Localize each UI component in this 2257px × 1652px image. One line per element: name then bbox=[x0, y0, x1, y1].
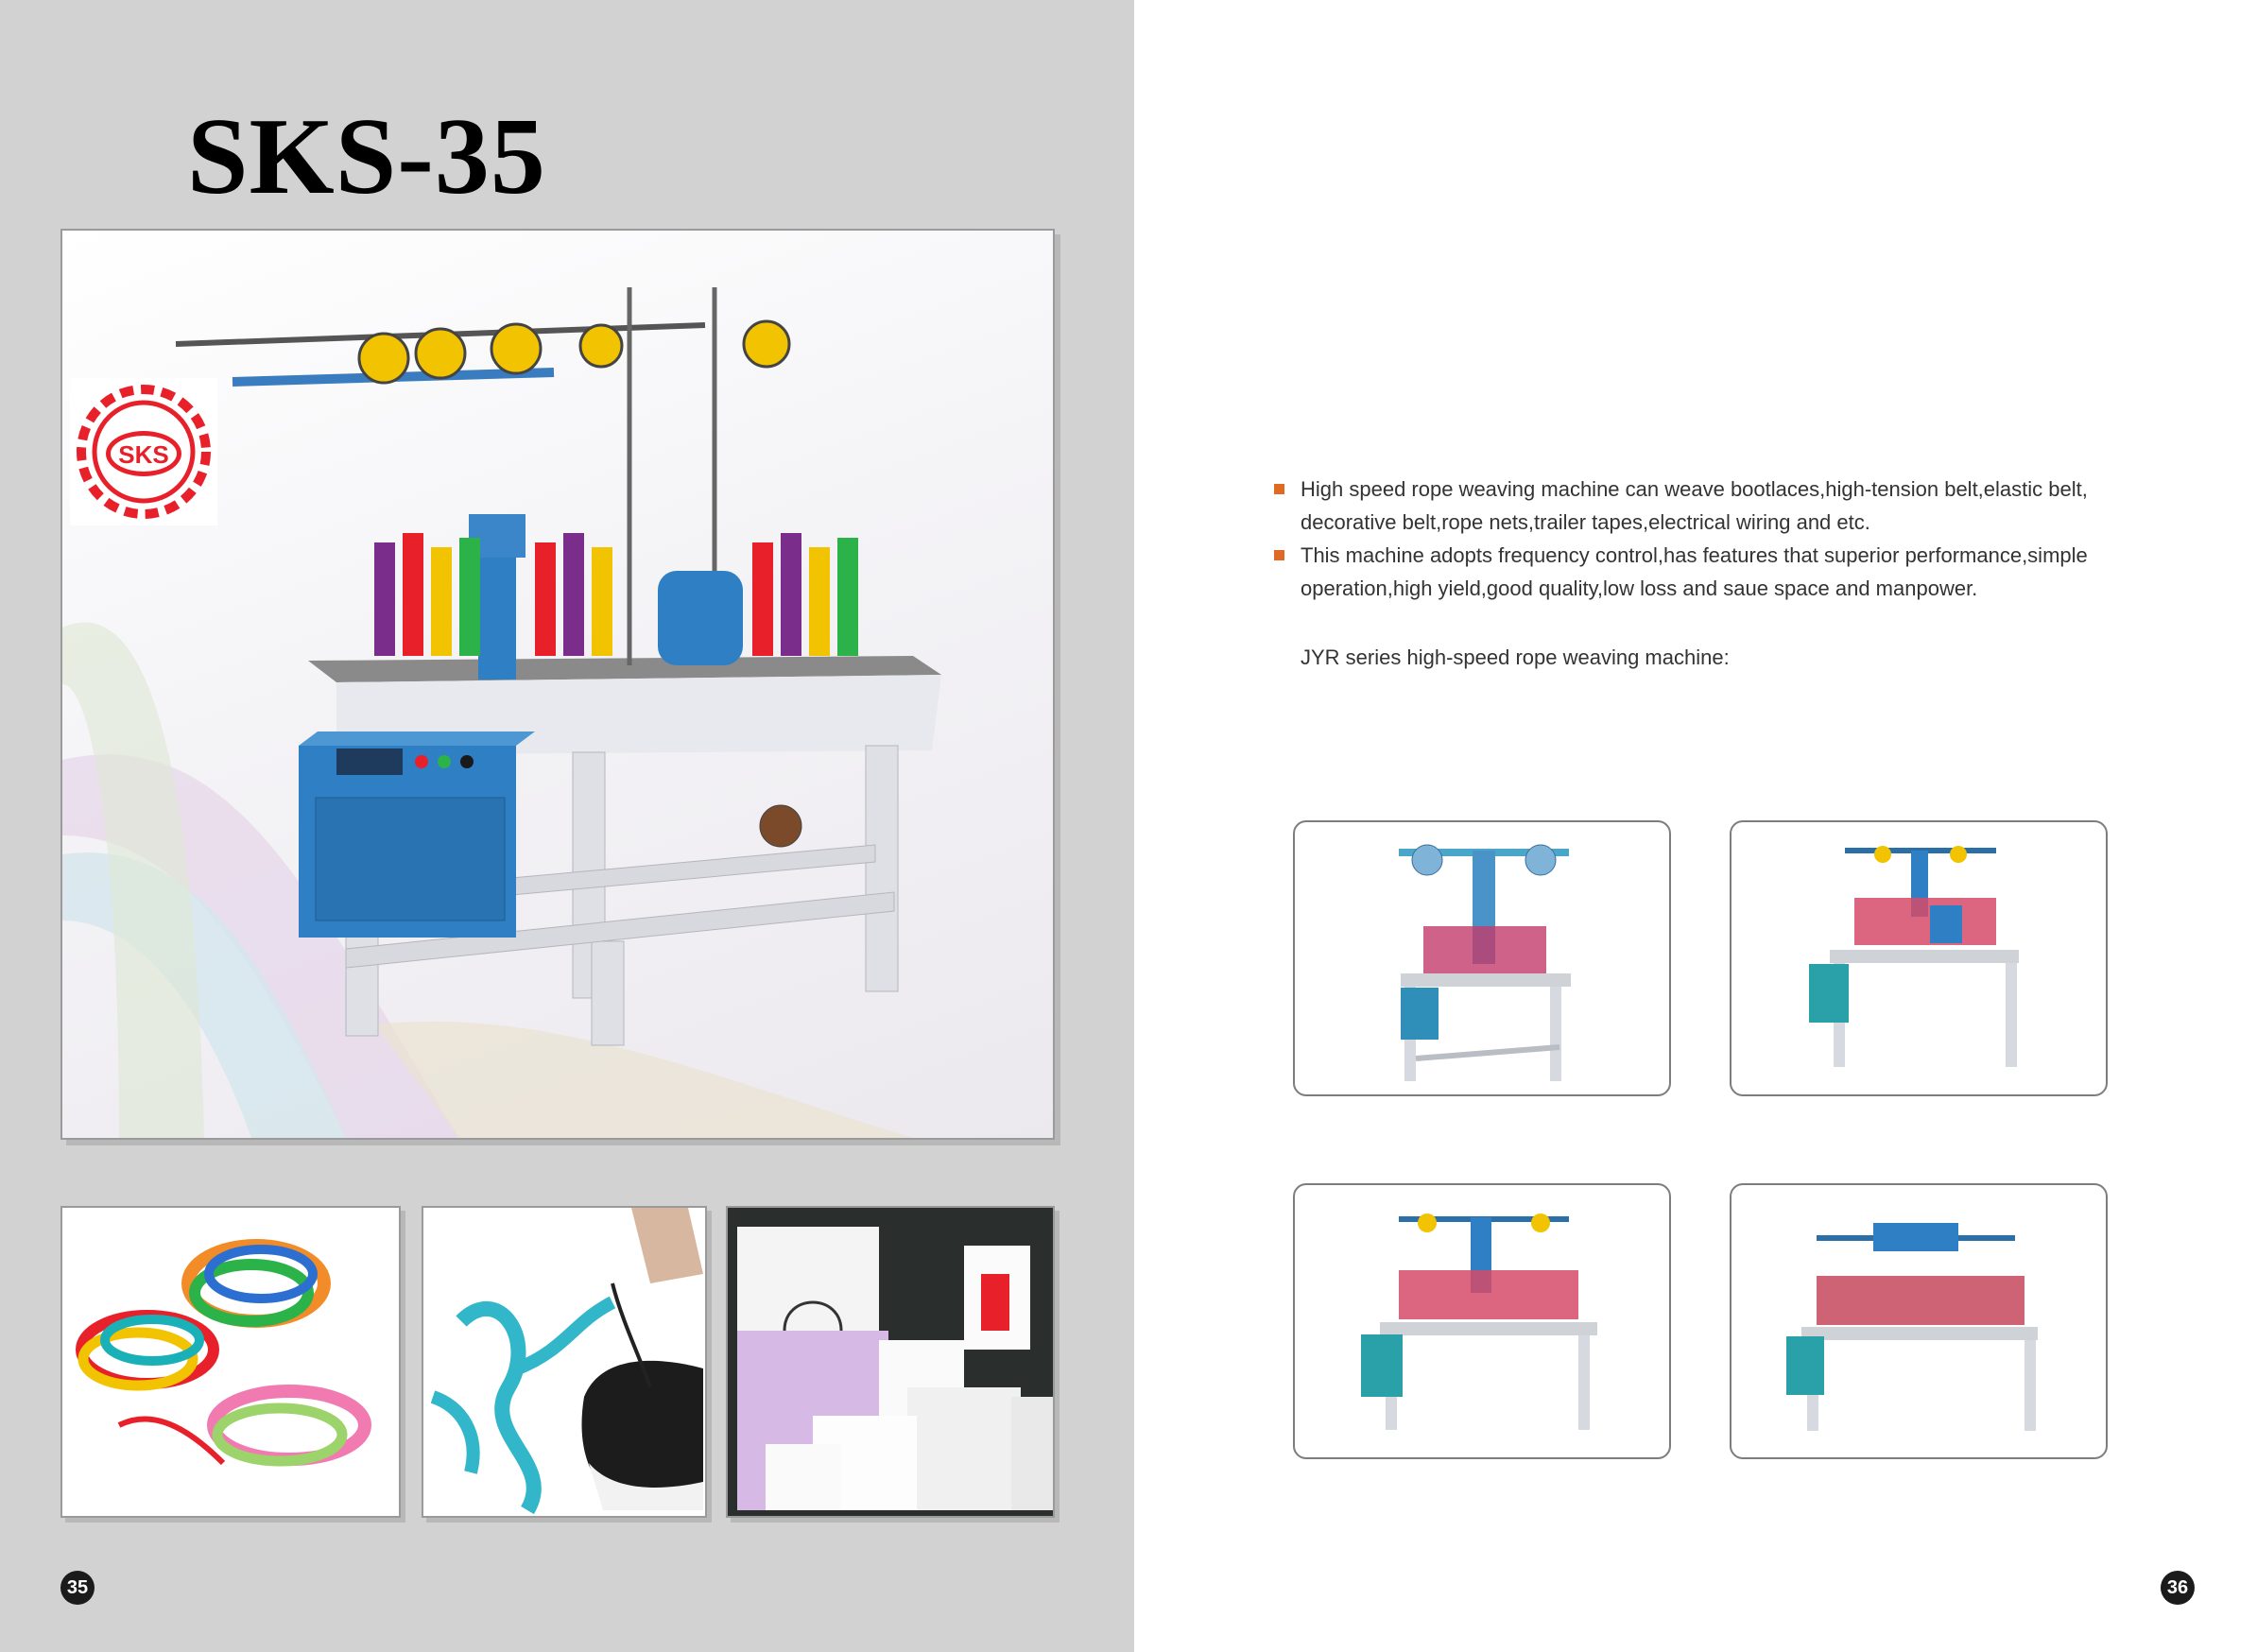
machine-variant-card bbox=[1730, 820, 2108, 1096]
machine-variant-card bbox=[1730, 1183, 2108, 1459]
page-number-right: 36 bbox=[2161, 1571, 2195, 1605]
machine-variant-illustration bbox=[1786, 1223, 2038, 1431]
series-label: JYR series high-speed rope weaving machi… bbox=[1301, 645, 1730, 669]
ribbon-lace-shoe-photo bbox=[422, 1206, 707, 1518]
sks-logo: SKS bbox=[70, 378, 217, 525]
page-number-left: 35 bbox=[60, 1571, 95, 1605]
machine-variant-illustration bbox=[1361, 1213, 1597, 1430]
machine-variant-card bbox=[1293, 1183, 1671, 1459]
machine-variant-card bbox=[1293, 820, 1671, 1096]
logo-text: SKS bbox=[118, 440, 168, 469]
shoelaces-illustration bbox=[76, 1239, 371, 1467]
shoelaces-photo bbox=[60, 1206, 401, 1518]
feature-bullet: High speed rope weaving machine can weav… bbox=[1274, 473, 2144, 539]
bullet-square-icon bbox=[1274, 550, 1284, 560]
machine-variant-illustration bbox=[1809, 846, 2019, 1067]
paper-bags-photo bbox=[726, 1206, 1055, 1518]
feature-text: This machine adopts frequency control,ha… bbox=[1301, 543, 2088, 600]
main-machine-photo bbox=[60, 229, 1055, 1140]
left-page: SKS-35 bbox=[0, 0, 1134, 1652]
gear-logo-icon: SKS bbox=[77, 385, 211, 519]
ribbon-lace-illustration bbox=[430, 1208, 703, 1515]
paper-bags-illustration bbox=[737, 1227, 1053, 1510]
bullet-square-icon bbox=[1274, 484, 1284, 494]
braiding-machine-illustration bbox=[62, 287, 941, 1138]
feature-bullet: This machine adopts frequency control,ha… bbox=[1274, 539, 2144, 605]
product-description: High speed rope weaving machine can weav… bbox=[1274, 473, 2144, 674]
model-title: SKS-35 bbox=[187, 96, 546, 217]
feature-text: High speed rope weaving machine can weav… bbox=[1301, 477, 2088, 534]
machine-variant-illustration bbox=[1399, 844, 1571, 1081]
